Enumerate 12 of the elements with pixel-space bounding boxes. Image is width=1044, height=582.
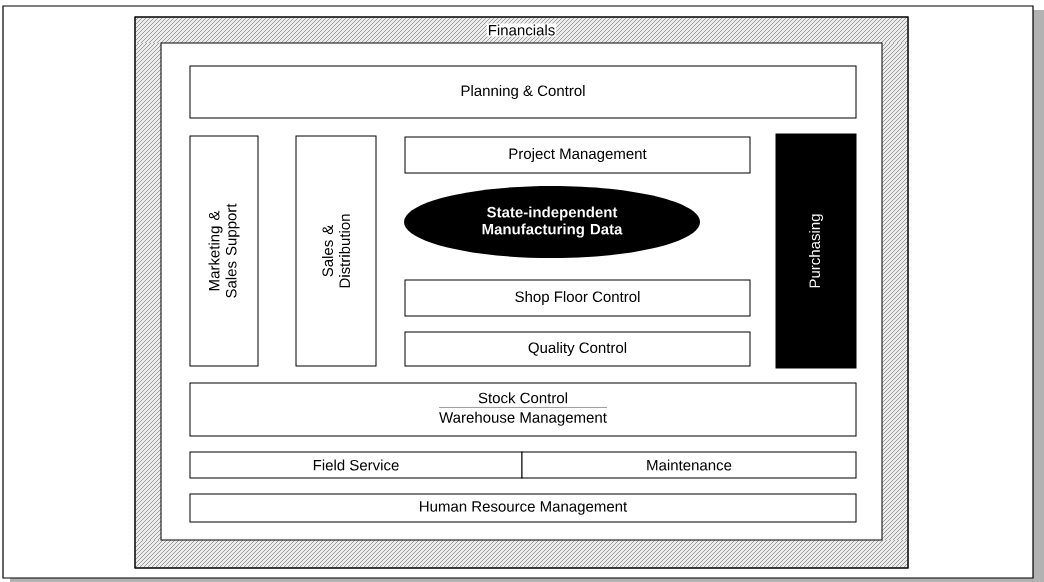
module-box: Shop Floor Control <box>404 279 751 317</box>
module-box: Field Service <box>189 451 523 479</box>
module-box: Marketing & Sales Support <box>189 135 259 367</box>
module-box: Project Management <box>404 136 751 174</box>
module-box: Maintenance <box>521 451 857 479</box>
module-box: Purchasing <box>775 133 857 369</box>
module-box: Planning & Control <box>189 65 857 119</box>
module-box: Sales & Distribution <box>295 135 377 367</box>
module-box: Human Resource Management <box>189 493 857 523</box>
frame-title: Financials <box>486 23 557 37</box>
module-box: Stock Control Warehouse Management <box>189 382 857 437</box>
module-box: Quality Control <box>404 331 751 367</box>
